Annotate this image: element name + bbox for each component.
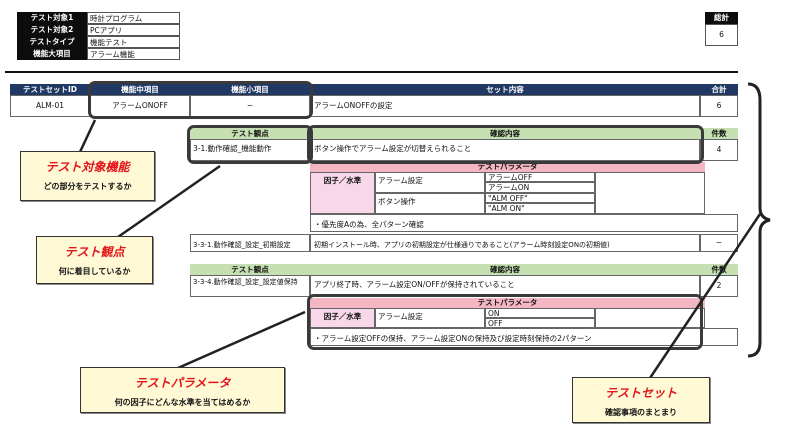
cell-total: 6 xyxy=(700,95,738,117)
s2-level-1-2: OFF xyxy=(485,318,595,328)
summary-label-1: テスト対象1 xyxy=(17,12,87,24)
callout-sub: どの部分をテストするか xyxy=(43,182,132,191)
s2-th-count: 件数 xyxy=(700,264,738,275)
highlight-function xyxy=(88,81,313,119)
callout-title: テストパラメータ xyxy=(134,376,231,390)
summary-value-4: アラーム機能 xyxy=(87,48,180,60)
callout-parameter: テストパラメータ 何の因子にどんな水準を当てはめるか xyxy=(80,367,285,413)
s1-level-2-2: "ALM ON" xyxy=(485,203,595,214)
s2-th-viewpoint: テスト観点 xyxy=(190,264,310,275)
s2-th-content: 確認内容 xyxy=(310,264,700,275)
highlight-viewpoint xyxy=(187,125,313,164)
s1-level-1-1: アラームOFF xyxy=(485,172,595,182)
r331-viewpoint: 3-3-1.動作確認_設定_初期設定 xyxy=(190,234,310,252)
callout-title: テスト観点 xyxy=(64,245,125,259)
callout-viewpoint: テスト観点 何に着目しているか xyxy=(36,236,153,284)
s1-param-blank xyxy=(595,172,705,214)
summary-label-4: 機能大項目 xyxy=(17,48,87,60)
summary-label-2: テスト対象2 xyxy=(17,24,87,36)
callout-sub: 確認事項のまとまり xyxy=(605,408,677,417)
s1-th-content: 確認内容 xyxy=(310,128,700,139)
th-mid-item: 機能中項目 xyxy=(90,84,190,95)
s1-factor-2: ボタン操作 xyxy=(375,193,485,214)
r331-count: − xyxy=(700,234,738,252)
callout-title: テスト対象機能 xyxy=(45,160,130,174)
s2-viewpoint: 3-3-4.動作確認_設定_設定値保持 xyxy=(190,275,310,297)
r331-content: 初期インストール時、アプリの初期設定が仕様通りであること(アラーム時刻設定ONの… xyxy=(310,234,700,252)
summary-value-3: 機能テスト xyxy=(87,36,180,48)
summary-label-3: テストタイプ xyxy=(17,36,87,48)
callout-sub: 何の因子にどんな水準を当てはめるか xyxy=(114,398,251,407)
s1-level-2-1: "ALM OFF" xyxy=(485,193,595,203)
s1-factor-1: アラーム設定 xyxy=(375,172,485,193)
summary-value-1: 時計プログラム xyxy=(87,12,180,24)
s2-param-title: テストパラメータ xyxy=(310,298,705,308)
callout-sub: 何に着目しているか xyxy=(58,267,131,276)
s1-th-viewpoint: テスト観点 xyxy=(190,128,310,139)
s1-factor-label: 因子／水準 xyxy=(310,172,375,214)
s1-th-count: 件数 xyxy=(700,128,738,139)
highlight-parameter xyxy=(307,294,703,350)
total-label: 総計 xyxy=(705,12,738,24)
s1-count: 4 xyxy=(700,139,738,161)
s2-param-blank xyxy=(595,308,705,328)
s2-note: ・アラーム設定OFFの保持、アラーム設定ONの保持及び設定時刻保持の2パターン xyxy=(310,328,738,346)
highlight-content xyxy=(307,125,704,164)
summary-value-2: PCアプリ xyxy=(87,24,180,36)
s1-param-title: テストパラメータ xyxy=(310,162,705,172)
th-total: 合計 xyxy=(700,84,738,95)
total-value: 6 xyxy=(705,24,738,46)
s2-factor-1: アラーム設定 xyxy=(375,308,485,328)
th-small-item: 機能小項目 xyxy=(190,84,310,95)
callout-title: テストセット xyxy=(604,386,677,400)
callout-test-target: テスト対象機能 どの部分をテストするか xyxy=(20,151,155,201)
s1-note: ・優先度Aの為、全パターン確認 xyxy=(310,214,738,232)
divider xyxy=(5,71,738,73)
th-testset-id: テストセットID xyxy=(10,84,90,95)
bracket-icon xyxy=(747,82,771,358)
th-set-content: セット内容 xyxy=(310,84,700,95)
s2-level-1-1: ON xyxy=(485,308,595,318)
s2-factor-label: 因子／水準 xyxy=(310,308,375,328)
s1-level-1-2: アラームON xyxy=(485,182,595,193)
callout-test-set: テストセット 確認事項のまとまり xyxy=(572,377,710,423)
